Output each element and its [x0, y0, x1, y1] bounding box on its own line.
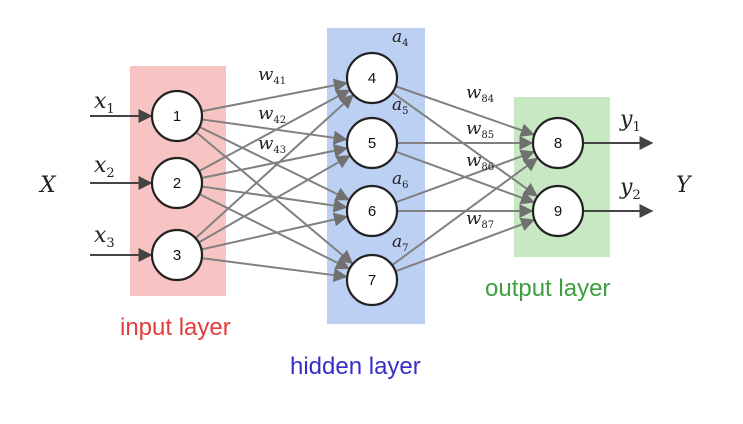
node-3: 3 — [150, 228, 204, 282]
edge-7-9 — [395, 217, 535, 273]
svg-text:w85: w85 — [466, 118, 494, 141]
X-label: X — [38, 173, 57, 198]
node-label: 9 — [554, 203, 562, 220]
svg-text:w41: w41 — [258, 64, 286, 87]
node-2: 2 — [150, 156, 204, 210]
edge-2-4 — [198, 89, 351, 173]
activation-a7: a7 — [392, 232, 409, 254]
edge-1-5 — [201, 118, 348, 145]
node-7: 7 — [345, 253, 399, 307]
Y-label: Y — [676, 173, 693, 198]
svg-text:x2: x2 — [94, 153, 115, 181]
input-var-x3: x3 — [94, 223, 115, 251]
edge-2-6 — [201, 185, 348, 213]
svg-text:y2: y2 — [619, 175, 641, 203]
node-label: 2 — [173, 175, 181, 192]
input-var-x1: x1 — [94, 89, 115, 117]
svg-text:y1: y1 — [619, 107, 641, 135]
node-9: 9 — [531, 184, 585, 238]
svg-text:w84: w84 — [466, 82, 494, 105]
connection-edges — [194, 78, 539, 283]
svg-text:w42: w42 — [258, 103, 286, 126]
node-circle — [150, 228, 204, 282]
node-circle — [531, 116, 585, 170]
weight-w84: w84 — [466, 82, 494, 105]
edge-3-7 — [201, 257, 348, 283]
svg-text:x3: x3 — [94, 223, 115, 251]
edge-3-4 — [194, 94, 354, 239]
node-circle — [150, 89, 204, 143]
edge-1-4 — [201, 78, 348, 113]
node-label: 5 — [368, 135, 376, 152]
edge-3-5 — [198, 155, 351, 244]
node-label: 3 — [173, 247, 181, 264]
hidden-layer-label: hidden layer — [290, 353, 421, 380]
svg-text:w87: w87 — [466, 208, 494, 231]
svg-text:a6: a6 — [392, 169, 409, 191]
node-circle — [345, 116, 399, 170]
weight-w42: w42 — [258, 103, 286, 126]
output-var-y2: y2 — [619, 175, 641, 203]
node-circle — [345, 184, 399, 238]
weight-w43: w43 — [258, 133, 286, 156]
node-4: 4 — [345, 51, 399, 105]
weight-w85: w85 — [466, 118, 494, 141]
weight-w87: w87 — [466, 208, 494, 231]
svg-text:x1: x1 — [94, 89, 115, 117]
svg-text:a5: a5 — [392, 95, 409, 117]
node-8: 8 — [531, 116, 585, 170]
input-var-x2: x2 — [94, 153, 115, 181]
output-layer-label: output layer — [485, 275, 610, 302]
node-circle — [345, 253, 399, 307]
node-5: 5 — [345, 116, 399, 170]
node-label: 4 — [368, 70, 376, 87]
node-label: 8 — [554, 135, 562, 152]
weight-w41: w41 — [258, 64, 286, 87]
node-6: 6 — [345, 184, 399, 238]
output-var-y1: y1 — [619, 107, 641, 135]
edge-3-6 — [201, 212, 349, 251]
node-1: 1 — [150, 89, 204, 143]
neuron-nodes: 1 2 3 4 5 6 7 8 9 — [150, 51, 585, 307]
svg-text:w86: w86 — [466, 150, 494, 173]
node-circle — [531, 184, 585, 238]
node-label: 1 — [173, 108, 181, 125]
input-layer-label: input layer — [120, 314, 231, 341]
edge-2-5 — [201, 143, 348, 179]
edge-4-8 — [395, 85, 535, 137]
edge-6-8 — [395, 149, 535, 204]
io-arrows — [90, 109, 654, 262]
node-label: 7 — [368, 272, 376, 289]
svg-text:a4: a4 — [392, 27, 409, 49]
activation-a6: a6 — [392, 169, 409, 191]
svg-text:a7: a7 — [392, 232, 409, 254]
node-label: 6 — [368, 203, 376, 220]
weight-w86: w86 — [466, 150, 494, 173]
edge-4-9 — [391, 91, 538, 197]
edge-2-7 — [198, 193, 350, 270]
edge-7-8 — [391, 157, 539, 266]
activation-a4: a4 — [392, 27, 409, 49]
node-circle — [150, 156, 204, 210]
node-circle — [345, 51, 399, 105]
activation-a5: a5 — [392, 95, 409, 117]
svg-text:w43: w43 — [258, 133, 286, 156]
